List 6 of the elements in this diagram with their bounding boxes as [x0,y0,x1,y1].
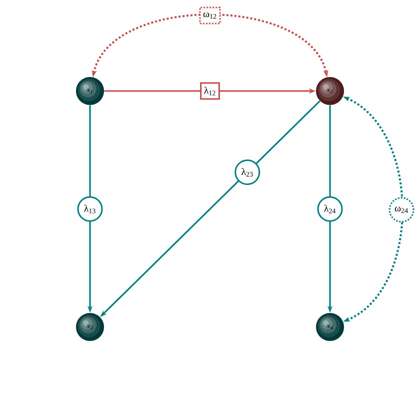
edge-label: λ$_{13}$ [77,196,103,222]
edge-label: λ$_{24}$ [317,196,343,222]
edge-label: ω$_{24}$ [388,197,414,223]
edge-label: λ$_{23}$ [234,160,260,186]
edge-label: ω$_{12}$ [199,6,221,24]
edge-label: λ$_{12}$ [200,82,220,100]
